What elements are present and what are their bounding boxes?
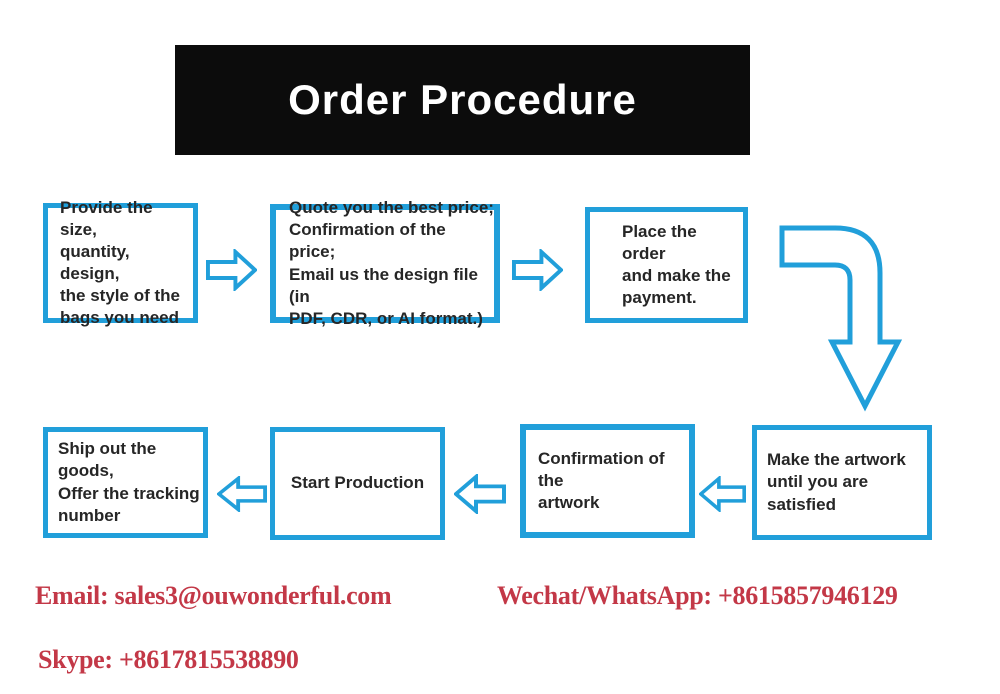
page-title: Order Procedure <box>288 76 637 123</box>
contact-wechat-whatsapp: Wechat/WhatsApp: +8615857946129 <box>497 581 898 610</box>
contact-email: Email: sales3@ouwonderful.com <box>35 581 392 610</box>
arrow-elbow-down-icon <box>775 220 910 415</box>
step-quote-price: Quote you the best price; Confirmation o… <box>270 198 500 328</box>
step-place-order: Place the order and make the payment. <box>585 207 748 323</box>
arrow-left-icon <box>217 476 267 512</box>
step-provide-details-label: Provide the size, quantity, design, the … <box>60 197 180 328</box>
step-make-artwork-label: Make the artwork until you are satisfied <box>767 450 906 514</box>
arrow-right-icon <box>512 249 563 291</box>
contact-skype: Skype: +8617815538890 <box>38 645 299 674</box>
step-ship-out-label: Ship out the goods, Offer the tracking n… <box>58 439 200 525</box>
step-start-production-label: Start Production <box>290 473 425 493</box>
title-banner: Order Procedure <box>175 45 750 155</box>
step-place-order-label: Place the order and make the payment. <box>622 221 731 308</box>
step-confirm-artwork: Confirmation of the artwork <box>520 424 695 538</box>
step-start-production: Start Production <box>270 427 445 540</box>
step-provide-details: Provide the size, quantity, design, the … <box>43 198 198 327</box>
step-make-artwork: Make the artwork until you are satisfied <box>752 425 932 540</box>
arrow-left-icon <box>699 476 746 512</box>
step-confirm-artwork-label: Confirmation of the artwork <box>538 448 665 513</box>
arrow-right-icon <box>206 249 257 291</box>
step-ship-out: Ship out the goods, Offer the tracking n… <box>43 427 208 538</box>
step-quote-price-label: Quote you the best price; Confirmation o… <box>289 198 494 328</box>
arrow-left-icon <box>454 474 506 514</box>
